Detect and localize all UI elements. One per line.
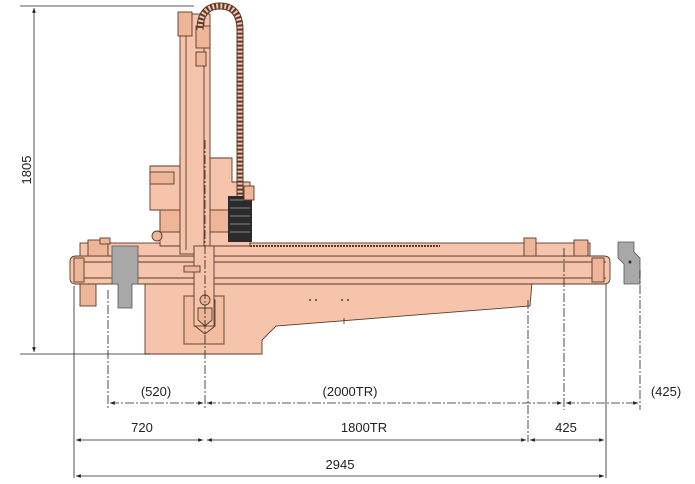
dim-left-section: 720	[131, 420, 153, 435]
dimension-lines	[32, 8, 638, 478]
motor	[228, 196, 252, 242]
option-part-left	[111, 245, 139, 309]
dim-right-section: 425	[555, 420, 577, 435]
vertical-column	[179, 13, 211, 255]
extension-lines	[20, 5, 641, 478]
dim-overall-length: 2945	[326, 457, 355, 472]
dim-stroke-option: (520)	[141, 384, 171, 399]
rail-top	[79, 242, 591, 257]
dim-stroke-travel-option: (2000TR)	[323, 384, 378, 399]
dim-height-total: 1805	[19, 156, 34, 185]
robot-body	[69, 2, 641, 355]
dim-stroke-travel: 1800TR	[341, 420, 387, 435]
dim-overhang-option: (425)	[651, 384, 681, 399]
rail-beam	[69, 255, 611, 285]
base-stand	[144, 281, 533, 355]
